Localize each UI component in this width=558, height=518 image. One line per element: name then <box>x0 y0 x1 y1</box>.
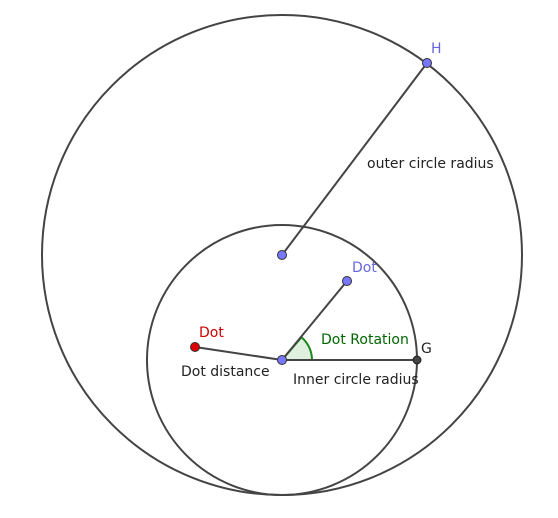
dot-distance-segment <box>194 346 283 361</box>
inner-radius-label: Inner circle radius <box>293 372 419 388</box>
point-h[interactable] <box>422 58 432 68</box>
dot-point-top[interactable] <box>342 276 352 286</box>
dot-rotation-label: Dot Rotation <box>321 332 409 348</box>
point-h-label: H <box>431 41 442 57</box>
outer-center-point[interactable] <box>277 250 287 260</box>
dot-left-label: Dot <box>199 325 224 341</box>
dot-rotation-segment <box>281 280 348 361</box>
outer-radius-label: outer circle radius <box>367 156 494 172</box>
dot-point-left[interactable] <box>190 342 200 352</box>
dot-top-label: Dot <box>352 260 377 276</box>
outer-radius-segment <box>281 62 428 256</box>
inner-center-point[interactable] <box>277 355 287 365</box>
dot-distance-label: Dot distance <box>181 364 270 380</box>
point-g[interactable] <box>412 355 422 365</box>
point-g-label: G <box>421 341 432 357</box>
